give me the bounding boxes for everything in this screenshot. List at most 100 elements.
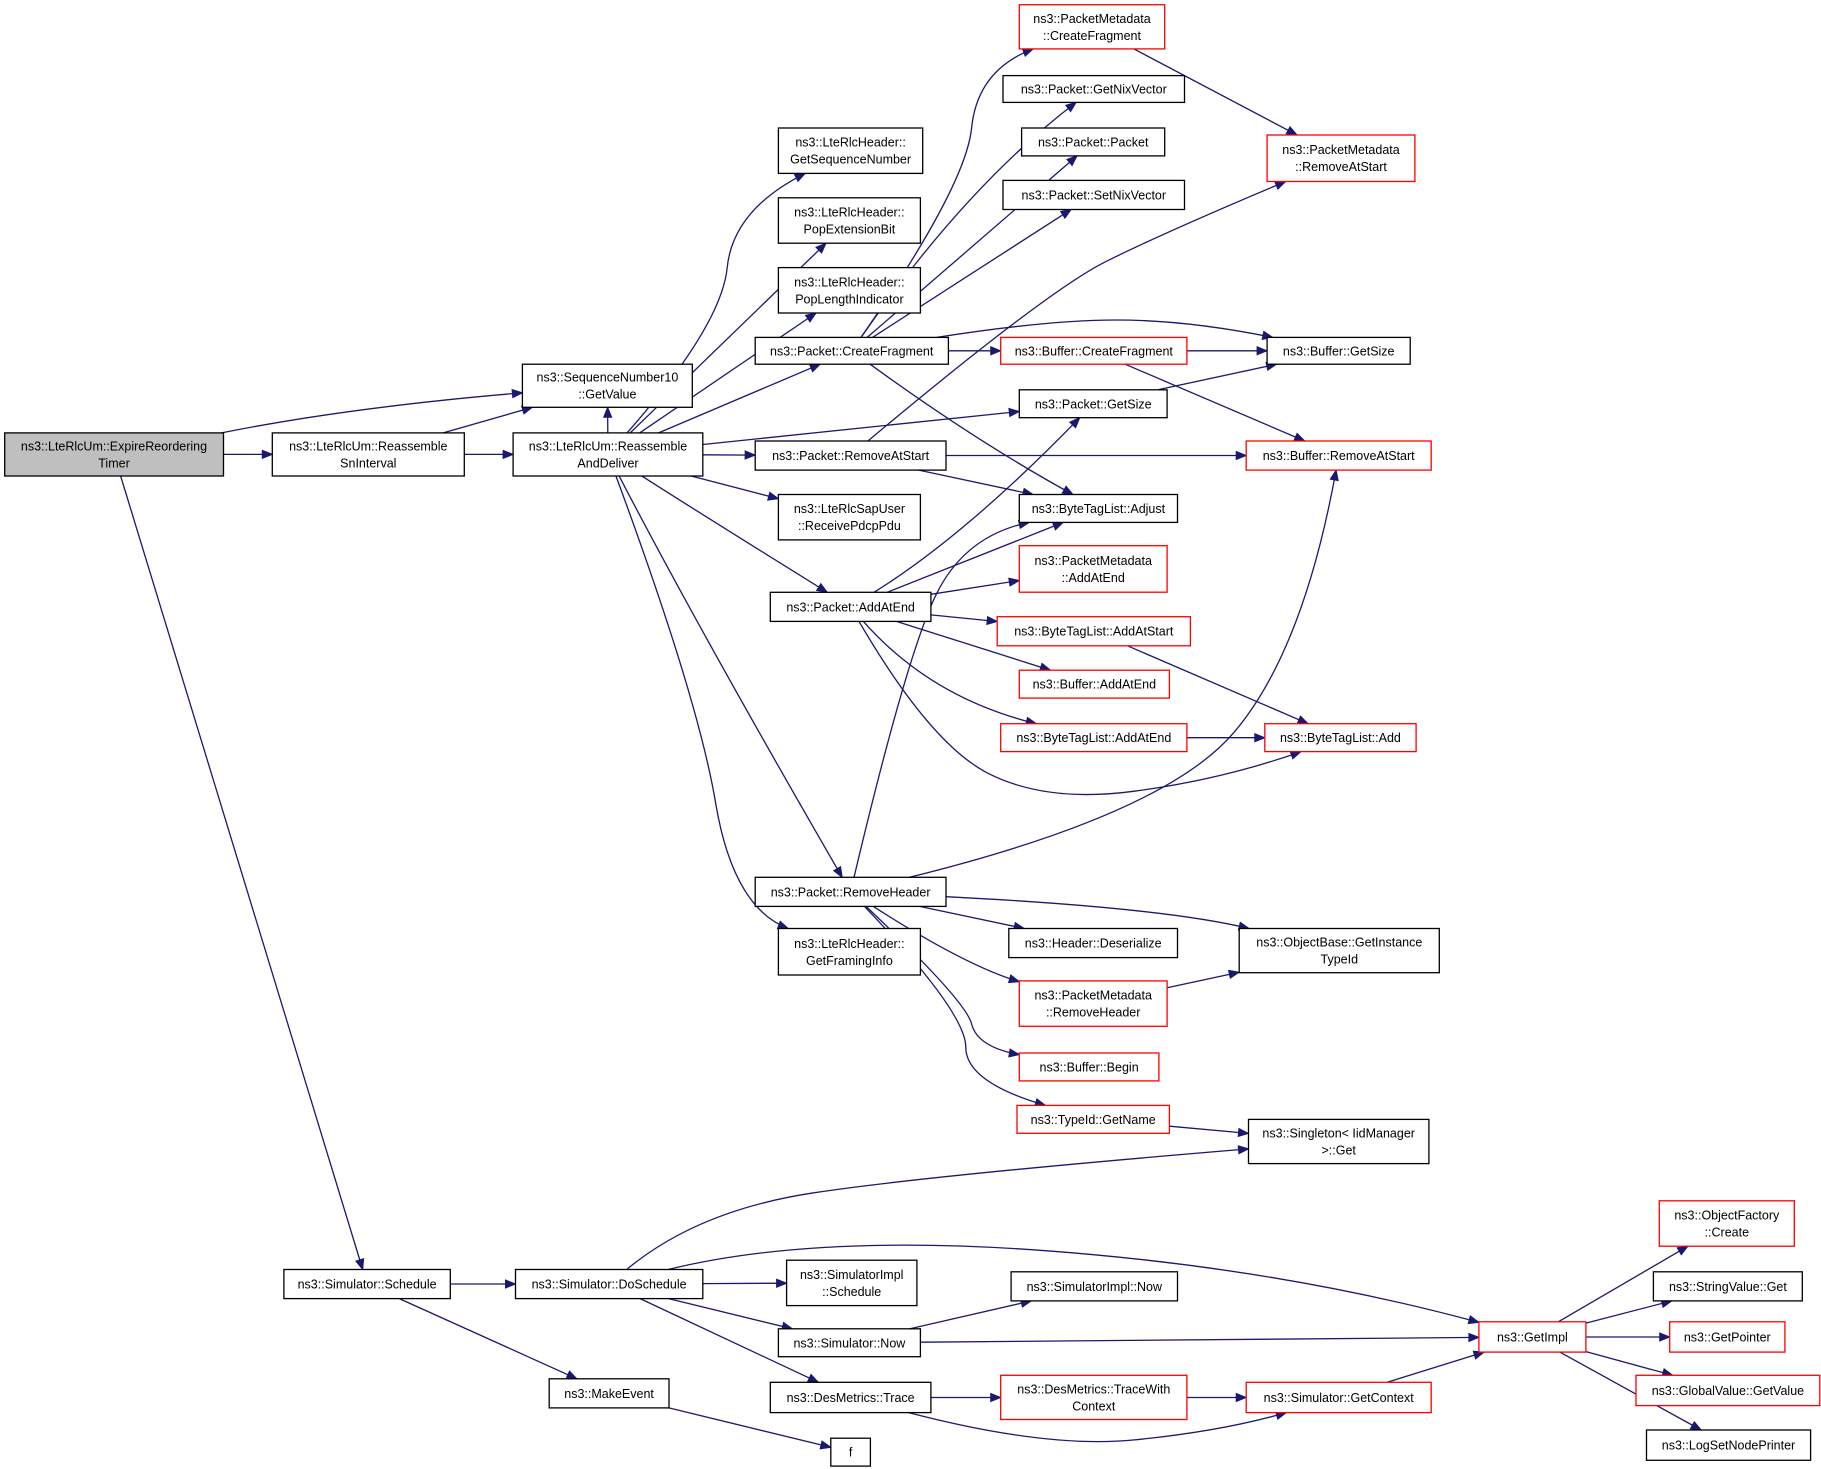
call-edge (1186, 1392, 1248, 1403)
node-label: ::ReceivePdcpPdu (798, 519, 901, 533)
node-label: ns3::Simulator::DoSchedule (532, 1278, 687, 1292)
node-label: ns3::LteRlcUm::Reassemble (529, 439, 687, 453)
function-node[interactable]: ns3::Buffer::AddAtEnd (1018, 669, 1171, 699)
node-label: ns3::Buffer::Begin (1040, 1061, 1139, 1075)
node-label: ns3::Packet::SetNixVector (1022, 188, 1167, 202)
function-node[interactable]: ns3::SimulatorImpl::Schedule (785, 1259, 918, 1307)
node-label: ns3::Packet::GetNixVector (1021, 83, 1167, 97)
node-label: ns3::SequenceNumber10 (537, 371, 679, 385)
node-label: ns3::MakeEvent (564, 1387, 654, 1401)
function-node[interactable]: ns3::Packet::Packet (1020, 127, 1166, 157)
node-label: GetSequenceNumber (790, 153, 911, 167)
node-label: ns3::ByteTagList::Add (1280, 731, 1401, 745)
function-node[interactable]: ns3::Buffer::RemoveAtStart (1245, 440, 1432, 471)
function-node[interactable]: ns3::GlobalValue::GetValue (1635, 1374, 1821, 1407)
function-node[interactable]: ns3::ByteTagList::AddAtEnd (1000, 723, 1188, 753)
node-label: f (849, 1446, 853, 1460)
function-node[interactable]: ns3::LteRlcHeader::GetSequenceNumber (777, 127, 924, 175)
node-label: Context (1072, 1400, 1116, 1414)
call-edge (602, 405, 613, 433)
function-node[interactable]: ns3::LteRlcHeader::PopLengthIndicator (777, 266, 922, 314)
node-label: ns3::GetImpl (1497, 1331, 1568, 1345)
node-label: ns3::ByteTagList::AddAtStart (1014, 625, 1174, 639)
function-node[interactable]: ns3::Singleton< IidManager>::Get (1247, 1118, 1430, 1165)
call-edge (872, 905, 1021, 984)
call-edge (1386, 1350, 1486, 1383)
function-node[interactable]: ns3::Packet::GetNixVector (1002, 74, 1186, 104)
call-edge (930, 1392, 1003, 1403)
node-label: ns3::Packet::GetSize (1035, 397, 1152, 411)
function-node[interactable]: ns3::LteRlcSapUser::ReceivePdcpPdu (777, 493, 922, 541)
function-node[interactable]: ns3::DesMetrics::Trace (769, 1381, 932, 1414)
node-label: ns3::ByteTagList::Adjust (1032, 502, 1166, 516)
call-edge (909, 1298, 1033, 1330)
call-edge (618, 475, 843, 879)
function-node[interactable]: ns3::SequenceNumber10::GetValue (521, 363, 693, 408)
node-label: >::Get (1321, 1144, 1356, 1158)
function-node[interactable]: ns3::Packet::RemoveHeader (754, 876, 947, 908)
call-edge (667, 1244, 1481, 1325)
node-label: ns3::PacketMetadata (1033, 12, 1150, 26)
function-node[interactable]: ns3::Packet::AddAtEnd (769, 591, 932, 623)
function-node[interactable]: ns3::Buffer::GetSize (1266, 336, 1411, 365)
function-node[interactable]: ns3::ByteTagList::Add (1264, 723, 1417, 753)
function-node[interactable]: ns3::Header::Deserialize (1008, 927, 1179, 959)
function-node[interactable]: ns3::ByteTagList::Adjust (1018, 493, 1179, 524)
node-label: ns3::LteRlcUm::ExpireReordering (21, 439, 207, 453)
call-edge (1169, 1125, 1250, 1138)
call-edge (641, 475, 829, 594)
call-edge (946, 450, 1248, 461)
call-edge (873, 416, 1081, 593)
node-label: ns3::Singleton< IidManager (1262, 1127, 1415, 1141)
function-node[interactable]: ns3::ObjectFactory::Create (1658, 1200, 1795, 1247)
node-label: ns3::LteRlcHeader:: (794, 937, 904, 951)
call-edge (399, 1298, 579, 1380)
function-node[interactable]: ns3::LteRlcHeader::PopExtensionBit (777, 197, 922, 244)
function-node[interactable]: ns3::ByteTagList::AddAtStart (996, 616, 1192, 647)
node-label: ns3::Buffer::GetSize (1283, 344, 1395, 358)
call-edge (450, 1279, 517, 1289)
call-edge (886, 521, 1065, 593)
function-node[interactable]: ns3::PacketMetadata::RemoveAtStart (1266, 134, 1416, 183)
function-node[interactable]: ns3::LteRlcHeader::GetFramingInfo (777, 927, 922, 976)
call-edge (1585, 1298, 1673, 1324)
function-node[interactable]: ns3::StringValue::Get (1652, 1271, 1803, 1302)
function-node[interactable]: ns3::LogSetNodePrinter (1645, 1429, 1812, 1461)
call-edges (119, 48, 1703, 1450)
function-node[interactable]: ns3::Simulator::Schedule (283, 1268, 451, 1300)
call-edge (948, 346, 1003, 356)
function-node[interactable]: ns3::Simulator::Now (777, 1328, 922, 1358)
function-node[interactable]: ns3::Packet::SetNixVector (1002, 179, 1186, 211)
function-node[interactable]: ns3::PacketMetadata::RemoveHeader (1018, 980, 1168, 1027)
function-node[interactable]: ns3::Packet::GetSize (1018, 389, 1168, 419)
function-node[interactable]: ns3::Simulator::DoSchedule (514, 1268, 704, 1300)
function-node[interactable]: ns3::Buffer::CreateFragment (1000, 336, 1188, 365)
function-node[interactable]: ns3::GetImpl (1478, 1321, 1587, 1353)
call-edge (626, 1145, 1250, 1270)
node-label: ns3::SimulatorImpl::Now (1027, 1280, 1163, 1294)
function-node[interactable]: ns3::PacketMetadata::CreateFragment (1018, 4, 1166, 50)
function-node[interactable]: ns3::Buffer::Begin (1018, 1052, 1160, 1082)
function-node[interactable]: ns3::GetPointer (1669, 1321, 1786, 1353)
node-label: ::CreateFragment (1043, 29, 1141, 43)
function-node[interactable]: ns3::SimulatorImpl::Now (1010, 1271, 1179, 1302)
function-node[interactable]: ns3::Packet::CreateFragment (754, 336, 950, 365)
function-node[interactable]: ns3::Simulator::GetContext (1245, 1381, 1432, 1414)
function-node[interactable]: ns3::MakeEvent (548, 1378, 670, 1409)
node-label: ns3::ObjectBase::GetInstance (1256, 936, 1422, 950)
node-label: ns3::DesMetrics::Trace (787, 1391, 915, 1405)
node-label: ::Create (1705, 1226, 1750, 1240)
function-node[interactable]: ns3::Packet::RemoveAtStart (754, 440, 947, 471)
function-node[interactable]: f (830, 1437, 872, 1467)
function-node[interactable]: ns3::TypeId::GetName (1016, 1104, 1171, 1134)
call-edge (464, 449, 515, 460)
node-label: ns3::ByteTagList::AddAtEnd (1016, 731, 1171, 745)
node-label: ns3::LteRlcHeader:: (794, 206, 904, 220)
function-node[interactable]: ns3::PacketMetadata::AddAtEnd (1018, 545, 1168, 593)
